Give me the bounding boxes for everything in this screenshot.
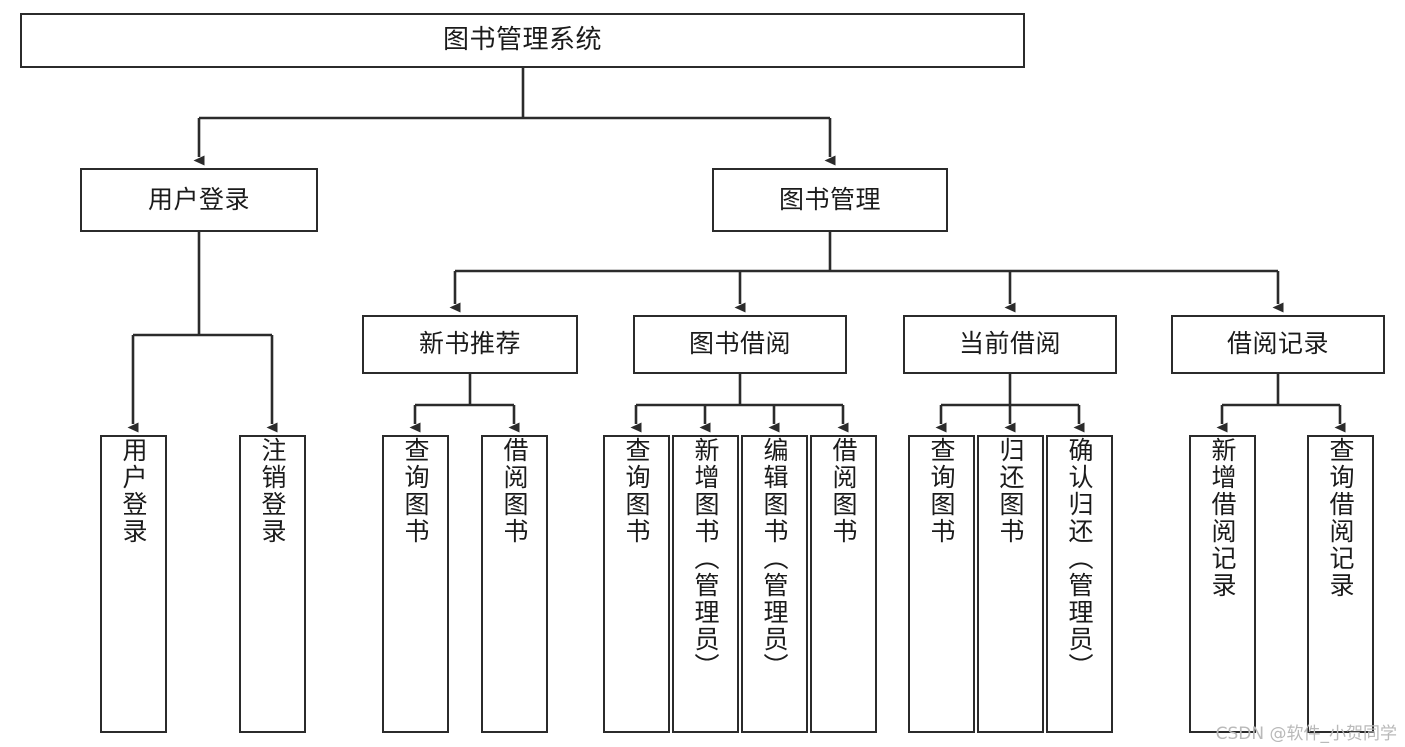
- leaf-current-borrow-3[interactable]: 确认归还（管理员）: [1046, 435, 1113, 733]
- leaf-new-book-1-label: 查询图书: [401, 437, 430, 545]
- leaf-borrow-record-1-label: 新增借阅记录: [1208, 437, 1237, 599]
- node-new-book-recommend-label: 新书推荐: [418, 329, 521, 359]
- leaf-book-borrow-3-label: 编辑图书（管理员）: [760, 437, 789, 680]
- node-root[interactable]: 图书管理系统: [20, 13, 1025, 68]
- node-book-manage[interactable]: 图书管理: [712, 168, 948, 232]
- leaf-current-borrow-3-label: 确认归还（管理员）: [1065, 437, 1094, 680]
- leaf-user-login-1[interactable]: 用户登录: [100, 435, 167, 733]
- leaf-new-book-2[interactable]: 借阅图书: [481, 435, 548, 733]
- leaf-borrow-record-2-label: 查询借阅记录: [1326, 437, 1355, 599]
- leaf-current-borrow-1[interactable]: 查询图书: [908, 435, 975, 733]
- leaf-book-borrow-4[interactable]: 借阅图书: [810, 435, 877, 733]
- node-current-borrow[interactable]: 当前借阅: [903, 315, 1117, 374]
- leaf-current-borrow-1-label: 查询图书: [927, 437, 956, 545]
- node-root-label: 图书管理系统: [442, 24, 602, 55]
- leaf-user-login-2[interactable]: 注销登录: [239, 435, 306, 733]
- leaf-book-borrow-4-label: 借阅图书: [829, 437, 858, 545]
- leaf-new-book-1[interactable]: 查询图书: [382, 435, 449, 733]
- node-current-borrow-label: 当前借阅: [958, 329, 1061, 359]
- leaf-borrow-record-2[interactable]: 查询借阅记录: [1307, 435, 1374, 733]
- leaf-current-borrow-2[interactable]: 归还图书: [977, 435, 1044, 733]
- leaf-book-borrow-3[interactable]: 编辑图书（管理员）: [741, 435, 808, 733]
- node-user-login-label: 用户登录: [147, 184, 250, 214]
- leaf-book-borrow-2-label: 新增图书（管理员）: [691, 437, 720, 680]
- node-book-manage-label: 图书管理: [778, 184, 881, 214]
- node-user-login[interactable]: 用户登录: [80, 168, 318, 232]
- node-book-borrow[interactable]: 图书借阅: [633, 315, 847, 374]
- node-book-borrow-label: 图书借阅: [688, 329, 791, 359]
- node-borrow-record-label: 借阅记录: [1226, 329, 1329, 359]
- leaf-book-borrow-1[interactable]: 查询图书: [603, 435, 670, 733]
- leaf-user-login-1-label: 用户登录: [119, 437, 148, 545]
- leaf-current-borrow-2-label: 归还图书: [996, 437, 1025, 545]
- leaf-user-login-2-label: 注销登录: [258, 437, 287, 545]
- leaf-book-borrow-1-label: 查询图书: [622, 437, 651, 545]
- leaf-borrow-record-1[interactable]: 新增借阅记录: [1189, 435, 1256, 733]
- node-borrow-record[interactable]: 借阅记录: [1171, 315, 1385, 374]
- leaf-book-borrow-2[interactable]: 新增图书（管理员）: [672, 435, 739, 733]
- node-new-book-recommend[interactable]: 新书推荐: [362, 315, 578, 374]
- csdn-watermark: CSDN @软件_小贺同学: [1215, 724, 1397, 744]
- leaf-new-book-2-label: 借阅图书: [500, 437, 529, 545]
